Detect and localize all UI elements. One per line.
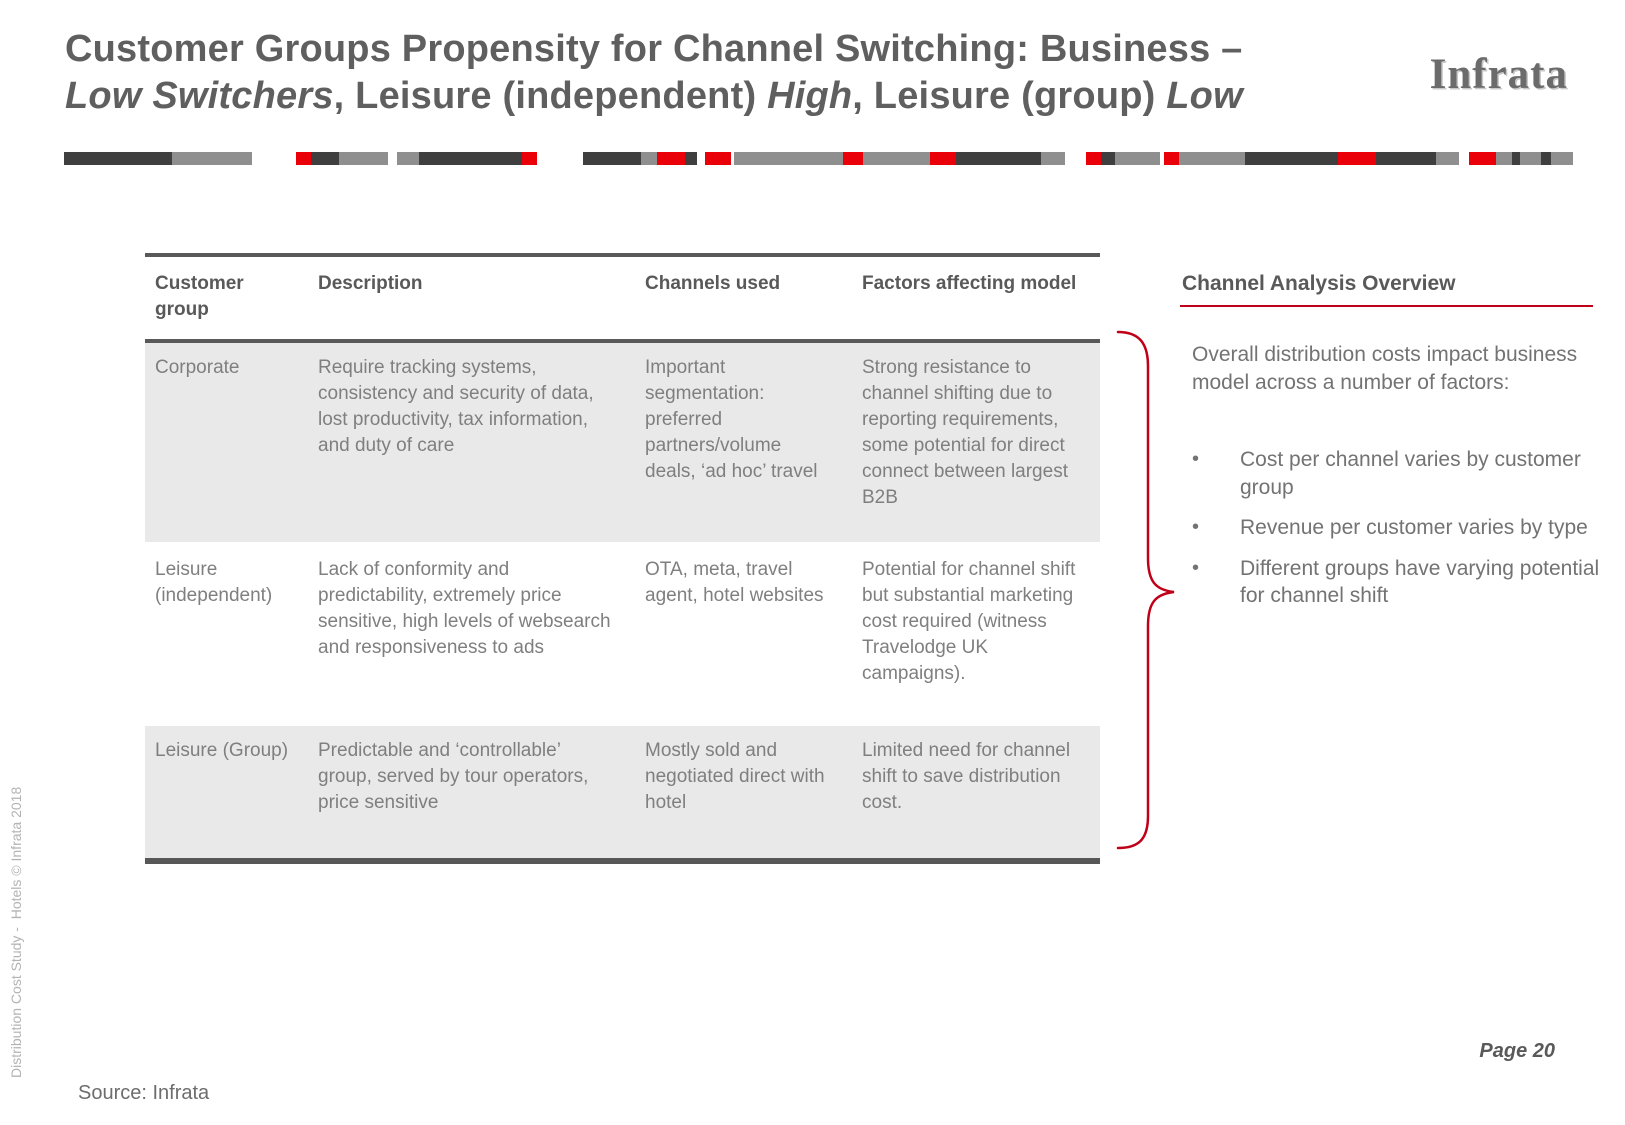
bar-segment [705, 152, 731, 165]
cell-description: Require tracking systems, consistency an… [318, 357, 594, 456]
decorative-segment-bar [64, 152, 1573, 165]
list-item: • Revenue per customer varies by type [1192, 514, 1622, 542]
cell-factors: Strong resistance to channel shifting du… [862, 357, 1068, 508]
cell-customer-group: Corporate [155, 357, 240, 378]
row-divider [145, 542, 1100, 545]
column-header: Description [318, 273, 423, 294]
bar-segment [1338, 152, 1376, 165]
bullet-icon: • [1192, 556, 1200, 579]
page-title-line2: Low Switchers, Leisure (independent) Hig… [65, 73, 1365, 120]
cell-description: Predictable and ‘controllable’ group, se… [318, 740, 589, 813]
table-rule-bottom [145, 858, 1100, 864]
table-row: Leisure (Group) Predictable and ‘control… [145, 726, 1100, 858]
bar-segment [388, 152, 397, 165]
list-item: • Cost per channel varies by customer gr… [1192, 446, 1622, 501]
bar-segment [311, 152, 339, 165]
overview-intro: Overall distribution costs impact busine… [1192, 343, 1578, 394]
bar-segment [1459, 152, 1469, 165]
bar-segment [583, 152, 641, 165]
title-italic-segment: Low [1166, 75, 1243, 117]
bar-segment [1436, 152, 1459, 165]
bar-segment [863, 152, 930, 165]
bar-segment [697, 152, 705, 165]
bar-segment [1101, 152, 1115, 165]
overview-heading: Channel Analysis Overview [1182, 272, 1456, 295]
bar-segment [172, 152, 252, 165]
bar-segment [956, 152, 1041, 165]
row-divider [145, 723, 1100, 726]
bar-segment [1551, 152, 1573, 165]
column-header: Factors affecting model [862, 273, 1077, 294]
bar-segment [419, 152, 522, 165]
bar-segment [1376, 152, 1436, 165]
bar-segment [397, 152, 419, 165]
cell-factors: Limited need for channel shift to save d… [862, 740, 1071, 813]
bar-segment [64, 152, 172, 165]
overview-heading-underline [1180, 305, 1593, 307]
bar-segment [657, 152, 685, 165]
bar-segment [685, 152, 697, 165]
cell-customer-group: Leisure (independent) [155, 559, 273, 606]
bar-segment [930, 152, 956, 165]
bar-segment [1086, 152, 1101, 165]
title-italic-segment: Low Switchers [65, 75, 334, 117]
bar-segment [1065, 152, 1086, 165]
customer-groups-table: Customer group Description Channels used… [145, 253, 1100, 864]
title-italic-segment: High [767, 75, 853, 117]
title-segment: , Leisure (group) [852, 75, 1167, 117]
source-note: Source: Infrata [78, 1082, 210, 1104]
cell-description: Lack of conformity and predictability, e… [318, 559, 611, 658]
bullet-icon: • [1192, 448, 1200, 470]
curly-brace [1116, 330, 1175, 850]
bar-segment [1541, 152, 1551, 165]
page-title: Customer Groups Propensity for Channel S… [65, 26, 1365, 120]
page-title-line1: Customer Groups Propensity for Channel S… [65, 28, 1243, 70]
bar-segment [843, 152, 863, 165]
cell-customer-group: Leisure (Group) [155, 740, 289, 761]
bar-segment [734, 152, 843, 165]
bullet-icon: • [1192, 516, 1200, 538]
table-row: Corporate Require tracking systems, cons… [145, 343, 1100, 542]
cell-factors: Potential for channel shift but substant… [862, 559, 1076, 684]
table-rule-top [145, 253, 1100, 257]
bullet-text: Revenue per customer varies by type [1240, 516, 1588, 539]
bar-segment [1520, 152, 1541, 165]
cell-channels: Important segmentation: preferred partne… [645, 357, 818, 482]
bar-segment [1512, 152, 1520, 165]
bar-segment [1041, 152, 1065, 165]
table-header-row: Customer group Description Channels used… [145, 257, 1100, 339]
bar-segment [537, 152, 583, 165]
side-caption: Distribution Cost Study - Hotels © Infra… [8, 786, 24, 1078]
bar-segment [296, 152, 311, 165]
bar-segment [522, 152, 537, 165]
list-item: • Different groups have varying potentia… [1192, 555, 1622, 610]
table-row: Leisure (independent) Lack of conformity… [145, 545, 1100, 723]
title-segment: , Leisure (independent) [333, 75, 768, 117]
bar-segment [1179, 152, 1245, 165]
infrata-logo: Infrata [1429, 51, 1568, 98]
bar-segment [1245, 152, 1338, 165]
bar-segment [1496, 152, 1512, 165]
overview-bullet-list: • Cost per channel varies by customer gr… [1192, 446, 1622, 623]
cell-channels: OTA, meta, travel agent, hotel websites [645, 559, 824, 606]
bullet-text: Different groups have varying potential … [1240, 556, 1600, 608]
bar-segment [252, 152, 296, 165]
bar-segment [1469, 152, 1496, 165]
page-number: Page 20 [1479, 1040, 1555, 1062]
table-rule-header [145, 339, 1100, 343]
column-header: Customer group [155, 273, 244, 320]
bullet-text: Cost per channel varies by customer grou… [1240, 448, 1581, 499]
bar-segment [339, 152, 388, 165]
bar-segment [1164, 152, 1179, 165]
cell-channels: Mostly sold and negotiated direct with h… [645, 740, 825, 813]
bar-segment [641, 152, 657, 165]
column-header: Channels used [645, 273, 781, 294]
bar-segment [1115, 152, 1160, 165]
